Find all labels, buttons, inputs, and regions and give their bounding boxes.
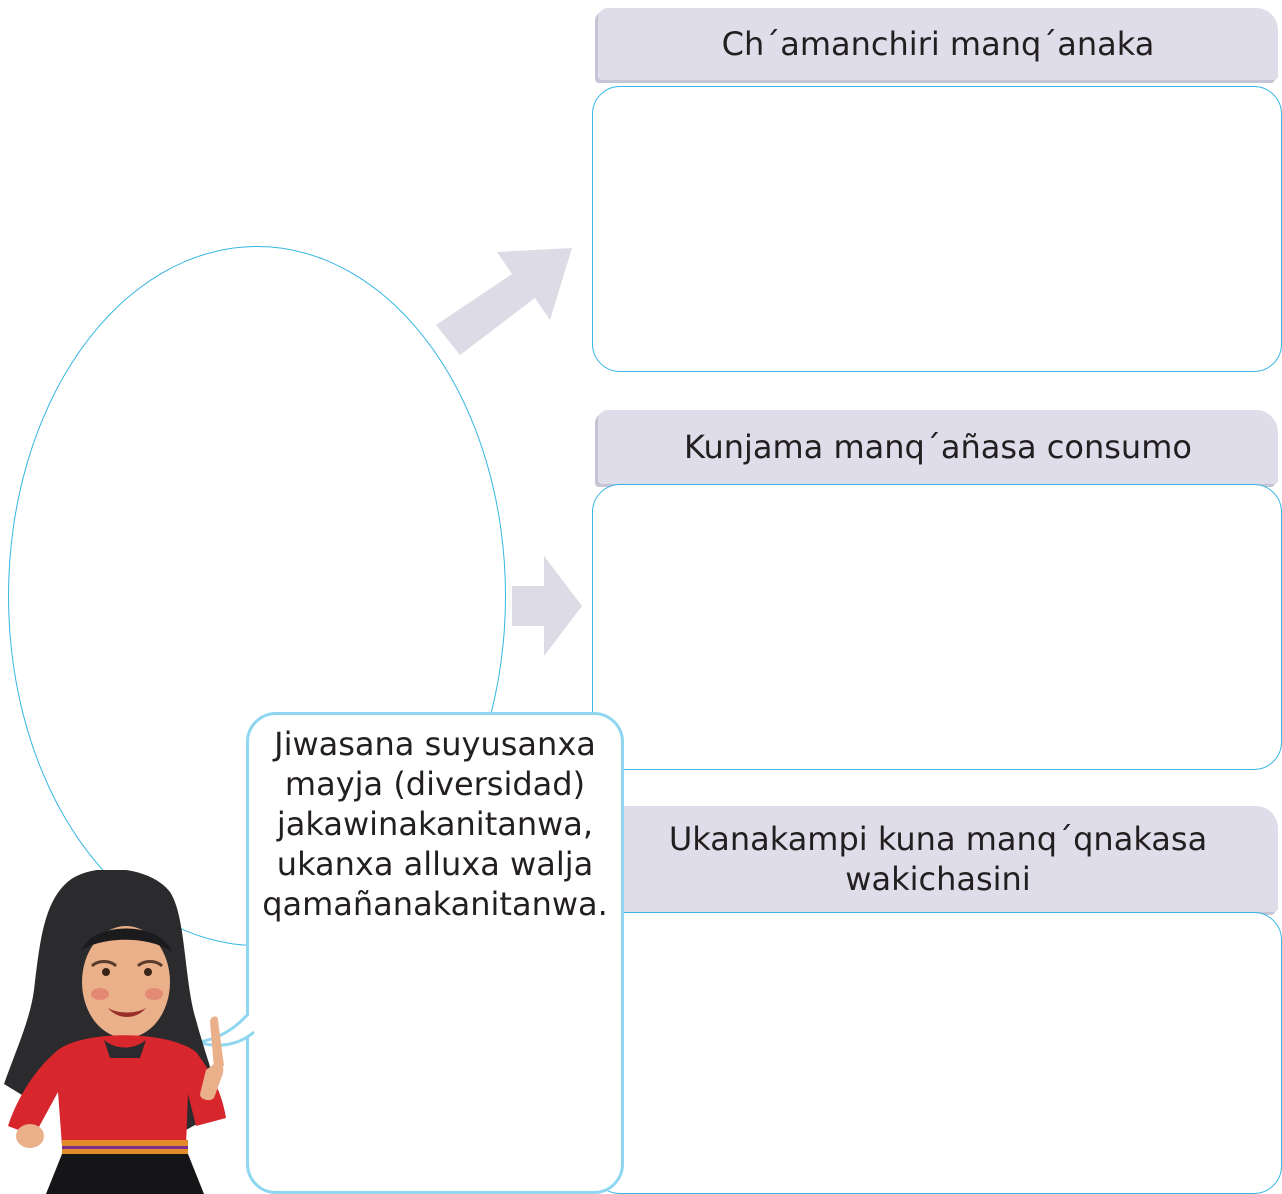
arrow-right	[512, 556, 582, 656]
speech-bubble-text: Jiwasana suyusanxa mayja (diversidad) ja…	[262, 725, 608, 923]
box-1-heading: Ch´amanchiri manq´anaka	[598, 8, 1278, 80]
box-2-heading: Kunjama manq´añasa consumo	[598, 410, 1278, 484]
box-3-heading: Ukanakampi kuna manq´qnakasa wakichasini	[598, 806, 1278, 912]
arrow-up-right	[436, 248, 572, 355]
box-1-panel[interactable]	[592, 86, 1282, 372]
girl-illustration	[4, 870, 226, 1194]
box-2-heading-text: Kunjama manq´añasa consumo	[684, 428, 1192, 466]
box-3-panel[interactable]	[592, 912, 1282, 1194]
box-2-panel[interactable]	[592, 484, 1282, 770]
speech-bubble	[246, 712, 624, 1194]
box-3-heading-text: Ukanakampi kuna manq´qnakasa wakichasini	[668, 820, 1208, 898]
box-1-heading-text: Ch´amanchiri manq´anaka	[721, 25, 1155, 63]
